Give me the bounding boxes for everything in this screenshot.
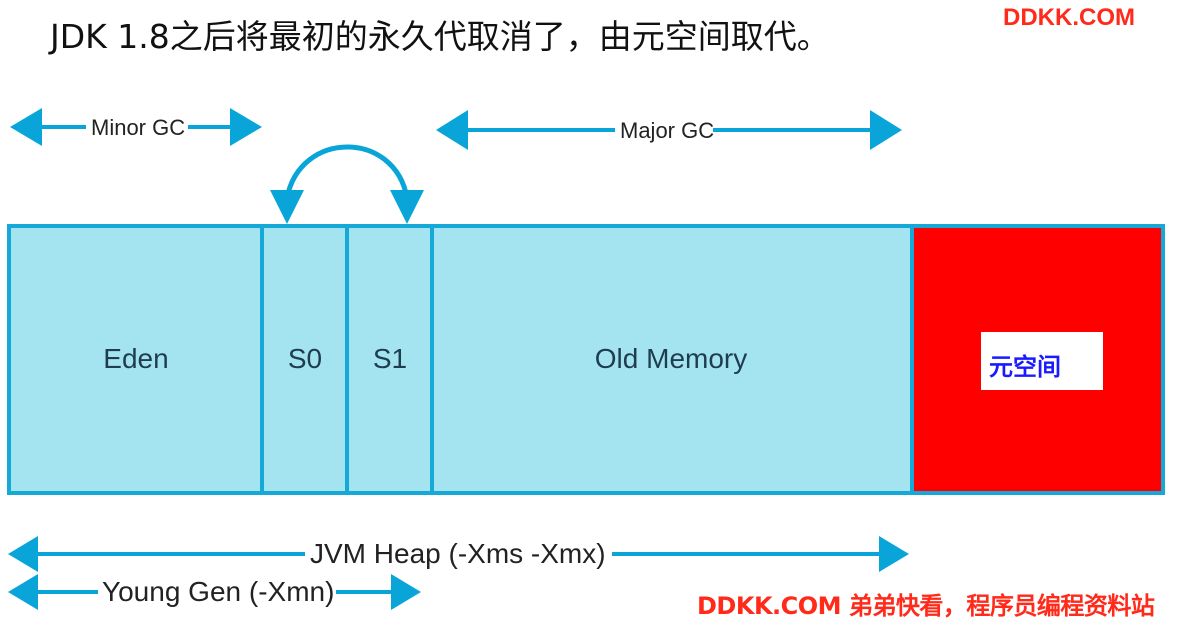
arrowhead-left-icon: [8, 536, 38, 572]
heap-bar: Eden S0 S1 Old Memory 元空间: [7, 224, 1165, 495]
s1-label: S1: [373, 343, 407, 374]
eden-segment: [7, 224, 264, 495]
arrowhead-left-icon: [8, 574, 38, 610]
minor-gc-arrow: Minor GC: [10, 108, 262, 146]
arrowhead-left-icon: [10, 108, 42, 146]
major-gc-label: Major GC: [620, 118, 714, 143]
s0-segment: [260, 224, 349, 495]
s0-label: S0: [288, 343, 322, 374]
watermark-top: DDKK.COM: [1003, 4, 1135, 31]
metaspace-label-box: [981, 332, 1103, 390]
arrowhead-right-icon: [870, 110, 902, 150]
young-gen-label: Young Gen (-Xmn): [102, 576, 334, 607]
arrowhead-right-icon: [230, 108, 262, 146]
young-gen-arrow: Young Gen (-Xmn): [8, 574, 421, 610]
s1-segment: [345, 224, 434, 495]
page-title: JDK 1.8之后将最初的永久代取消了，由元空间取代。: [50, 17, 830, 56]
jvm-heap-label: JVM Heap (-Xms -Xmx): [310, 538, 606, 569]
arrowhead-down-icon: [270, 190, 304, 224]
watermark-bottom: DDKK.COM 弟弟快看，程序员编程资料站: [697, 592, 1155, 620]
arrowhead-right-icon: [391, 574, 421, 610]
eden-label: Eden: [103, 343, 168, 374]
old-memory-label: Old Memory: [595, 343, 747, 374]
arrowhead-right-icon: [879, 536, 909, 572]
jvm-heap-arrow: JVM Heap (-Xms -Xmx): [8, 536, 909, 572]
survivor-swap-arrow: [270, 144, 424, 224]
metaspace-label: 元空间: [989, 353, 1061, 381]
arrowhead-left-icon: [436, 110, 468, 150]
arrowhead-down-icon: [390, 190, 424, 224]
old-memory-segment: [430, 224, 914, 495]
major-gc-arrow: Major GC: [436, 110, 902, 150]
minor-gc-label: Minor GC: [91, 115, 185, 140]
